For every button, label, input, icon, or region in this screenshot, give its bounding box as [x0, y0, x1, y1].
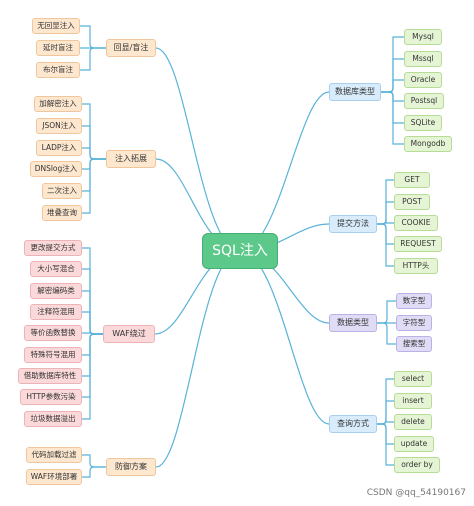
branch-connector: [82, 268, 103, 335]
category-waf-bypass: WAF绕过: [103, 325, 155, 343]
leaf-injection-ext: 堆叠查询: [42, 205, 82, 221]
leaf-query-method: delete: [394, 414, 432, 430]
branch-connector: [82, 103, 106, 160]
leaf-db-type: Oracle: [404, 72, 442, 88]
root-node: SQL注入: [202, 233, 278, 269]
branch-connector: [80, 47, 106, 71]
leaf-data-type: 字符型: [396, 315, 432, 331]
category-db-type: 数据库类型: [329, 83, 381, 101]
leaf-db-type: Mssql: [404, 51, 442, 67]
leaf-echo: 延时盲注: [36, 40, 80, 56]
branch-connector: [381, 79, 404, 93]
leaf-waf-bypass: 等价函数替换: [24, 325, 82, 341]
branch-connector: [82, 333, 103, 398]
leaf-db-type: Postsql: [404, 93, 444, 109]
leaf-db-type: Mongodb: [404, 136, 452, 152]
leaf-echo: 布尔盲注: [36, 62, 80, 78]
category-data-type: 数据类型: [329, 314, 377, 332]
branch-connector: [82, 311, 103, 335]
category-query-method: 查询方式: [329, 415, 377, 433]
leaf-injection-ext: 二次注入: [42, 183, 82, 199]
leaf-waf-bypass: 特殊符号混用: [24, 347, 82, 363]
watermark: CSDN @qq_54190167: [366, 488, 466, 498]
leaf-echo: 无回显注入: [32, 18, 80, 34]
leaf-db-type: SQLite: [404, 115, 442, 131]
category-injection-ext: 注入拓展: [106, 150, 156, 168]
leaf-waf-bypass: 大小写混合: [30, 261, 82, 277]
leaf-db-type: Mysql: [404, 29, 442, 45]
branch-connector: [82, 158, 106, 192]
root-connector: [155, 250, 241, 468]
leaf-data-type: 数字型: [396, 293, 432, 309]
leaf-waf-bypass: 解密编码类: [30, 283, 82, 299]
leaf-defense: WAF环境部署: [26, 469, 82, 485]
branch-connector: [82, 454, 106, 468]
branch-connector: [82, 147, 106, 160]
leaf-submit-method: POST: [394, 194, 430, 210]
branch-connector: [82, 333, 103, 356]
branch-connector: [80, 25, 106, 49]
branch-connector: [377, 300, 396, 324]
category-submit-method: 提交方法: [329, 215, 377, 233]
leaf-waf-bypass: 垃圾数据溢出: [24, 411, 82, 427]
leaf-query-method: select: [394, 371, 432, 387]
leaf-waf-bypass: 借助数据库特性: [18, 368, 82, 384]
leaf-injection-ext: LADP注入: [36, 140, 82, 156]
leaf-submit-method: COOKIE: [394, 215, 438, 231]
branch-connector: [82, 333, 103, 420]
leaf-waf-bypass: 注释符混用: [30, 304, 82, 320]
leaf-submit-method: REQUEST: [394, 236, 442, 252]
root-connector: [239, 91, 330, 252]
leaf-waf-bypass: 更改提交方式: [24, 240, 82, 256]
category-echo: 回显/盲注: [106, 39, 156, 57]
branch-connector: [82, 158, 106, 214]
category-defense: 防御方案: [106, 458, 156, 476]
leaf-defense: 代码加载过滤: [26, 447, 82, 463]
leaf-query-method: order by: [394, 457, 440, 473]
leaf-submit-method: GET: [394, 172, 430, 188]
leaf-waf-bypass: HTTP参数污染: [20, 389, 82, 405]
branch-connector: [82, 466, 106, 478]
leaf-injection-ext: JSON注入: [36, 118, 82, 134]
branch-connector: [381, 91, 404, 145]
branch-connector: [377, 223, 394, 267]
leaf-injection-ext: DNSlog注入: [30, 161, 82, 177]
root-connector: [155, 47, 241, 252]
leaf-query-method: insert: [394, 393, 432, 409]
branch-connector: [82, 158, 106, 170]
root-connector: [239, 250, 330, 425]
leaf-injection-ext: 加解密注入: [34, 96, 82, 112]
branch-connector: [377, 322, 396, 345]
branch-connector: [82, 125, 106, 160]
leaf-query-method: update: [394, 436, 434, 452]
branch-connector: [377, 423, 394, 466]
leaf-submit-method: HTTP头: [394, 258, 438, 274]
leaf-data-type: 搜索型: [396, 336, 432, 352]
